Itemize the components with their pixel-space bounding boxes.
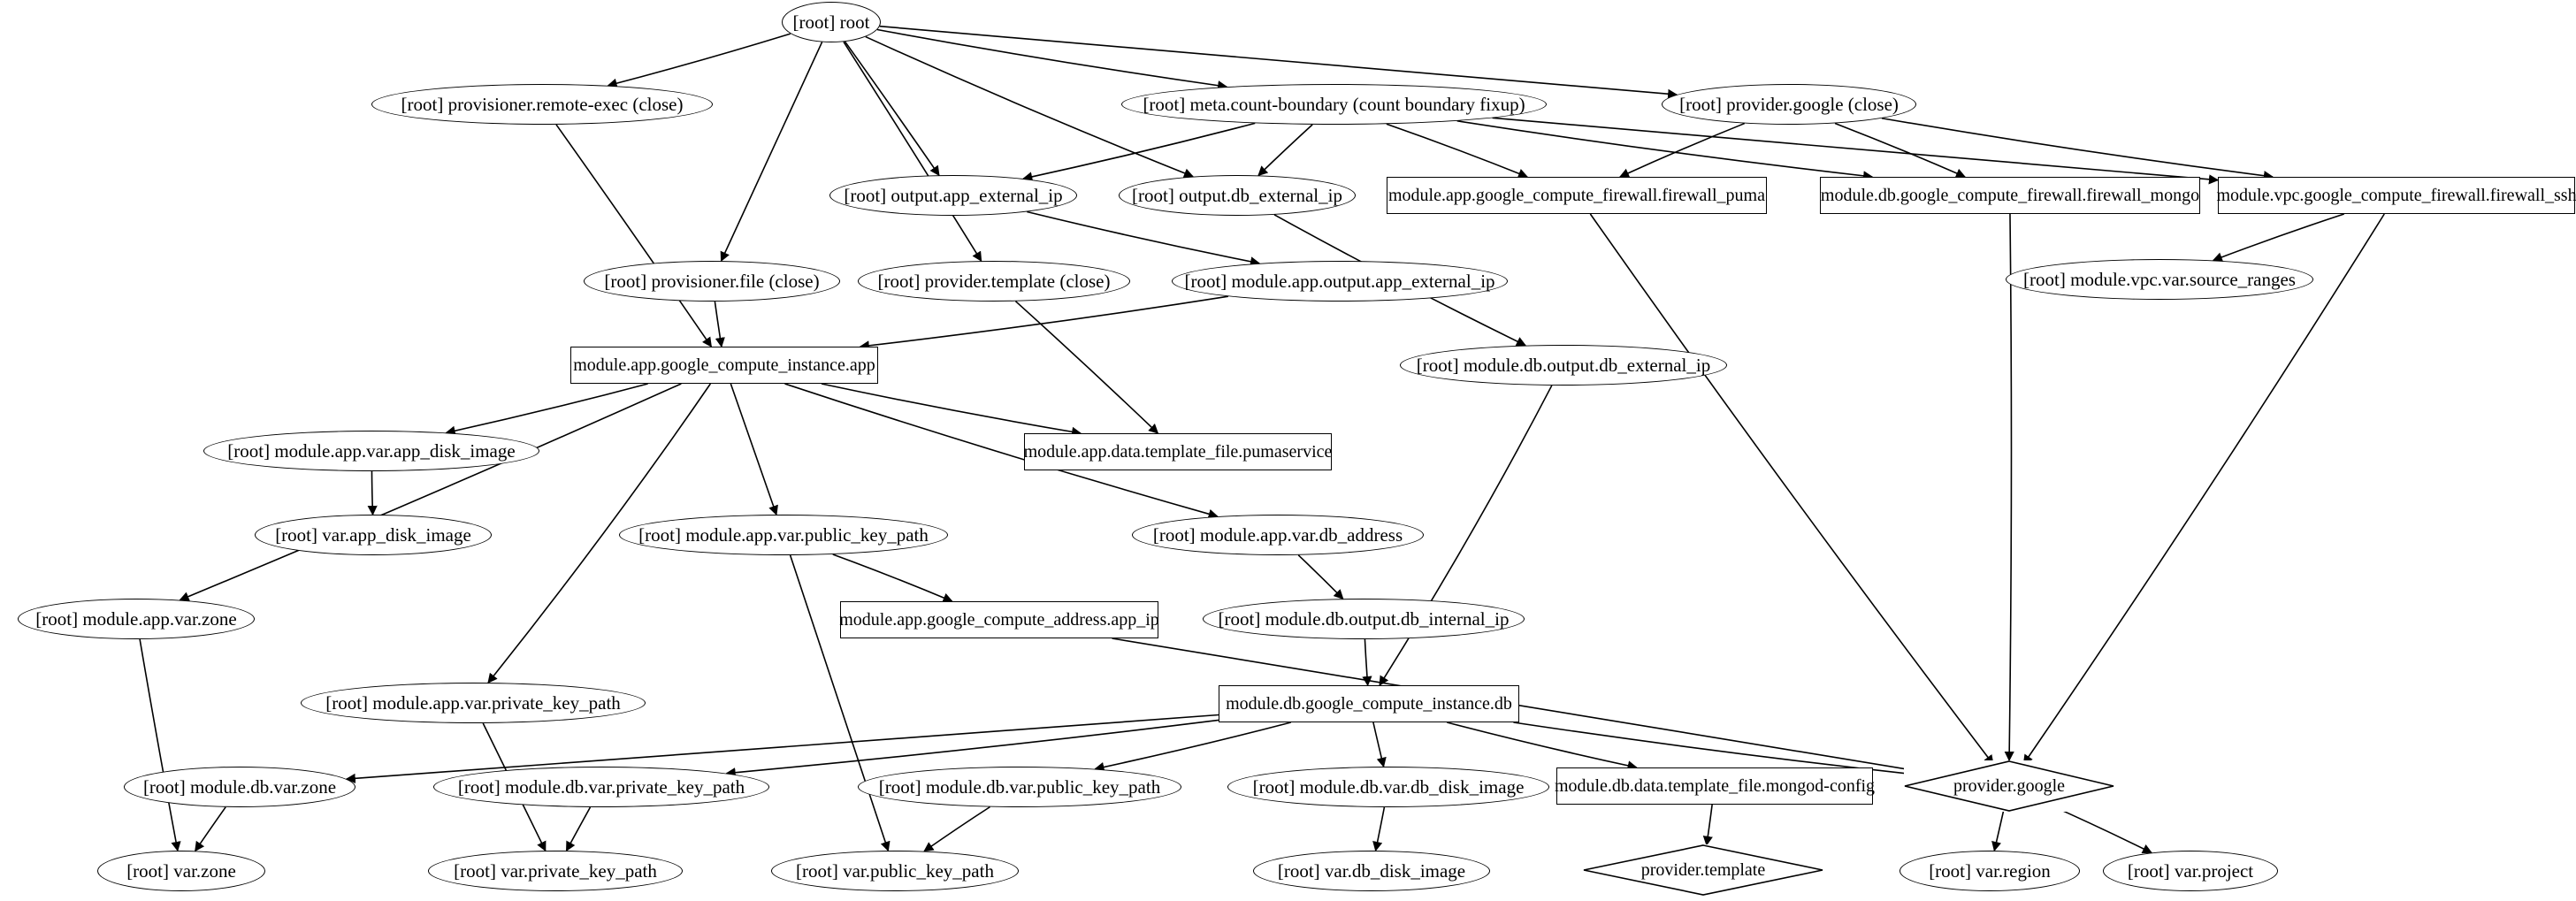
- graph-node-label: module.app.data.template_file.pumaservic…: [1023, 442, 1333, 462]
- graph-node-app_data_template_puma[interactable]: module.app.data.template_file.pumaservic…: [1024, 433, 1332, 470]
- graph-node-label: [root] provider.google (close): [1679, 93, 1899, 115]
- graph-node-var_public_key_path[interactable]: [root] var.public_key_path: [771, 851, 1019, 891]
- graph-node-label: [root] module.app.var.app_disk_image: [227, 439, 516, 462]
- graph-node-label: [root] provisioner.file (close): [604, 270, 820, 292]
- graph-node-var_project[interactable]: [root] var.project: [2103, 851, 2278, 891]
- graph-node-mod_app_var_pub_key[interactable]: [root] module.app.var.public_key_path: [619, 515, 948, 555]
- graph-node-app_compute_address[interactable]: module.app.google_compute_address.app_ip: [839, 601, 1159, 638]
- graph-node-label: module.app.google_compute_firewall.firew…: [1388, 186, 1765, 205]
- graph-node-label: [root] meta.count-boundary (count bounda…: [1143, 93, 1525, 115]
- graph-node-label: [root] provider.template (close): [877, 270, 1111, 292]
- graph-node-label: [root] output.app_external_ip: [844, 184, 1063, 206]
- graph-node-mod_app_var_priv_key[interactable]: [root] module.app.var.private_key_path: [301, 683, 646, 723]
- graph-node-label: [root] var.zone: [126, 859, 236, 882]
- graph-node-output_app_external_ip[interactable]: [root] output.app_external_ip: [829, 175, 1077, 216]
- graph-node-label: module.app.google_compute_address.app_ip: [839, 610, 1159, 630]
- diamond-shape-icon: [1904, 760, 2114, 812]
- graph-node-label: [root] module.db.output.db_internal_ip: [1218, 607, 1510, 630]
- diamond-shape-icon: [1583, 844, 1823, 896]
- graph-node-label: [root] output.db_external_ip: [1132, 184, 1342, 206]
- graph-node-label: [root] module.db.var.private_key_path: [457, 775, 745, 798]
- graph-node-label: [root] module.vpc.var.source_ranges: [2023, 268, 2296, 290]
- graph-node-label: provider.google: [1953, 776, 2066, 796]
- graph-node-var_zone[interactable]: [root] var.zone: [97, 851, 265, 891]
- graph-node-mod_app_out_app_ext_ip[interactable]: [root] module.app.output.app_external_ip: [1172, 261, 1508, 302]
- graph-node-label: [root] module.app.var.public_key_path: [638, 523, 929, 546]
- graph-node-var_region[interactable]: [root] var.region: [1900, 851, 2080, 891]
- graph-node-label: module.vpc.google_compute_firewall.firew…: [2216, 186, 2576, 205]
- graph-node-label: [root] provisioner.remote-exec (close): [401, 93, 684, 115]
- graph-node-label: [root] module.db.var.public_key_path: [878, 775, 1161, 798]
- graph-node-label: [root] var.public_key_path: [796, 859, 994, 882]
- graph-node-label: provider.template: [1640, 860, 1766, 880]
- graph-node-label: [root] var.project: [2127, 859, 2254, 882]
- graph-node-mod_db_var_priv_key[interactable]: [root] module.db.var.private_key_path: [433, 767, 769, 807]
- graph-node-label: [root] var.db_disk_image: [1277, 859, 1466, 882]
- graph-node-mod_db_out_db_ext_ip[interactable]: [root] module.db.output.db_external_ip: [1400, 345, 1727, 386]
- graph-node-provider_google_close[interactable]: [root] provider.google (close): [1662, 84, 1916, 125]
- graph-node-db_data_template_mongod[interactable]: module.db.data.template_file.mongod-conf…: [1554, 767, 1876, 805]
- graph-node-var_private_key_path[interactable]: [root] var.private_key_path: [428, 851, 683, 891]
- graph-node-output_db_external_ip[interactable]: [root] output.db_external_ip: [1119, 175, 1356, 216]
- graph-node-label: [root] module.db.var.db_disk_image: [1252, 775, 1525, 798]
- graph-node-provider_google[interactable]: provider.google: [1904, 760, 2114, 812]
- graph-node-db_fw_mongo[interactable]: module.db.google_compute_firewall.firewa…: [1820, 177, 2200, 214]
- graph-node-vpc_fw_ssh[interactable]: module.vpc.google_compute_firewall.firew…: [2216, 177, 2576, 214]
- graph-node-app_instance[interactable]: module.app.google_compute_instance.app: [570, 347, 878, 384]
- graph-node-provider_template_close[interactable]: [root] provider.template (close): [858, 261, 1130, 302]
- graph-node-label: [root] module.app.var.db_address: [1152, 523, 1403, 546]
- graph-node-provider_template[interactable]: provider.template: [1583, 844, 1823, 896]
- graph-node-app_fw_puma[interactable]: module.app.google_compute_firewall.firew…: [1387, 177, 1767, 214]
- graph-node-meta_count_boundary[interactable]: [root] meta.count-boundary (count bounda…: [1121, 84, 1547, 125]
- graph-node-mod_app_var_zone[interactable]: [root] module.app.var.zone: [18, 599, 255, 639]
- graph-node-label: [root] module.app.output.app_external_ip: [1184, 270, 1495, 292]
- graph-node-prov_file_close[interactable]: [root] provisioner.file (close): [584, 261, 840, 302]
- graph-node-mod_vpc_var_source_ranges[interactable]: [root] module.vpc.var.source_ranges: [2006, 259, 2313, 300]
- graph-node-label: module.db.google_compute_firewall.firewa…: [1820, 186, 2200, 205]
- graph-node-label: [root] var.app_disk_image: [275, 523, 471, 546]
- graph-node-mod_db_out_db_int_ip[interactable]: [root] module.db.output.db_internal_ip: [1203, 599, 1525, 639]
- graph-node-var_db_disk_image[interactable]: [root] var.db_disk_image: [1253, 851, 1490, 891]
- graph-node-label: module.app.google_compute_instance.app: [573, 355, 875, 375]
- graph-node-db_instance[interactable]: module.db.google_compute_instance.db: [1219, 685, 1519, 722]
- graph-node-label: [root] module.db.output.db_external_ip: [1416, 354, 1711, 376]
- graph-node-root[interactable]: [root] root: [782, 2, 881, 42]
- graph-node-label: [root] module.app.var.private_key_path: [325, 691, 621, 714]
- graph-node-label: [root] root: [792, 11, 870, 33]
- graph-node-mod_app_var_app_disk[interactable]: [root] module.app.var.app_disk_image: [203, 431, 539, 471]
- graph-node-mod_db_var_pub_key[interactable]: [root] module.db.var.public_key_path: [858, 767, 1181, 807]
- graph-node-label: [root] var.region: [1929, 859, 2051, 882]
- graph-node-mod_db_var_zone[interactable]: [root] module.db.var.zone: [124, 767, 355, 807]
- graph-node-label: module.db.google_compute_instance.db: [1226, 694, 1512, 714]
- graph-node-mod_db_var_db_disk[interactable]: [root] module.db.var.db_disk_image: [1227, 767, 1549, 807]
- graph-node-mod_app_var_db_address[interactable]: [root] module.app.var.db_address: [1132, 515, 1424, 555]
- graph-node-label: [root] var.private_key_path: [454, 859, 657, 882]
- graph-node-label: [root] module.db.var.zone: [142, 775, 337, 798]
- graph-node-label: [root] module.app.var.zone: [35, 607, 237, 630]
- graph-node-label: module.db.data.template_file.mongod-conf…: [1554, 776, 1876, 796]
- graph-node-prov_remote_exec_close[interactable]: [root] provisioner.remote-exec (close): [371, 84, 713, 125]
- graph-node-var_app_disk_image[interactable]: [root] var.app_disk_image: [255, 515, 492, 555]
